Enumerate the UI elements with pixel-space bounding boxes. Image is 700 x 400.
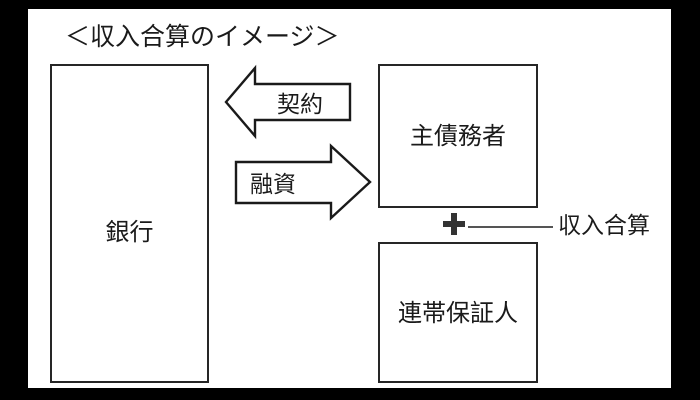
- diagram-canvas: ＜収入合算のイメージ＞ 銀行 主債務者 連帯保証人 契約 融資: [28, 9, 671, 388]
- arrow-label-loan: 融資: [250, 172, 296, 198]
- entity-label-joint-guarantor: 連帯保証人: [398, 298, 518, 327]
- arrow-label-contract: 契約: [277, 92, 323, 118]
- entity-box-joint-guarantor: 連帯保証人: [378, 242, 538, 383]
- annotation-leader-line: [468, 226, 553, 228]
- page-title: ＜収入合算のイメージ＞: [65, 22, 340, 51]
- entity-label-bank: 銀行: [105, 218, 154, 246]
- annotation-label-income-sum: 収入合算: [558, 213, 650, 239]
- entity-box-bank: 銀行: [50, 64, 209, 383]
- entity-label-principal-debtor: 主債務者: [410, 122, 506, 150]
- plus-icon-vertical-bar: [451, 213, 457, 235]
- plus-icon: [443, 213, 465, 235]
- entity-box-principal-debtor: 主債務者: [378, 64, 538, 208]
